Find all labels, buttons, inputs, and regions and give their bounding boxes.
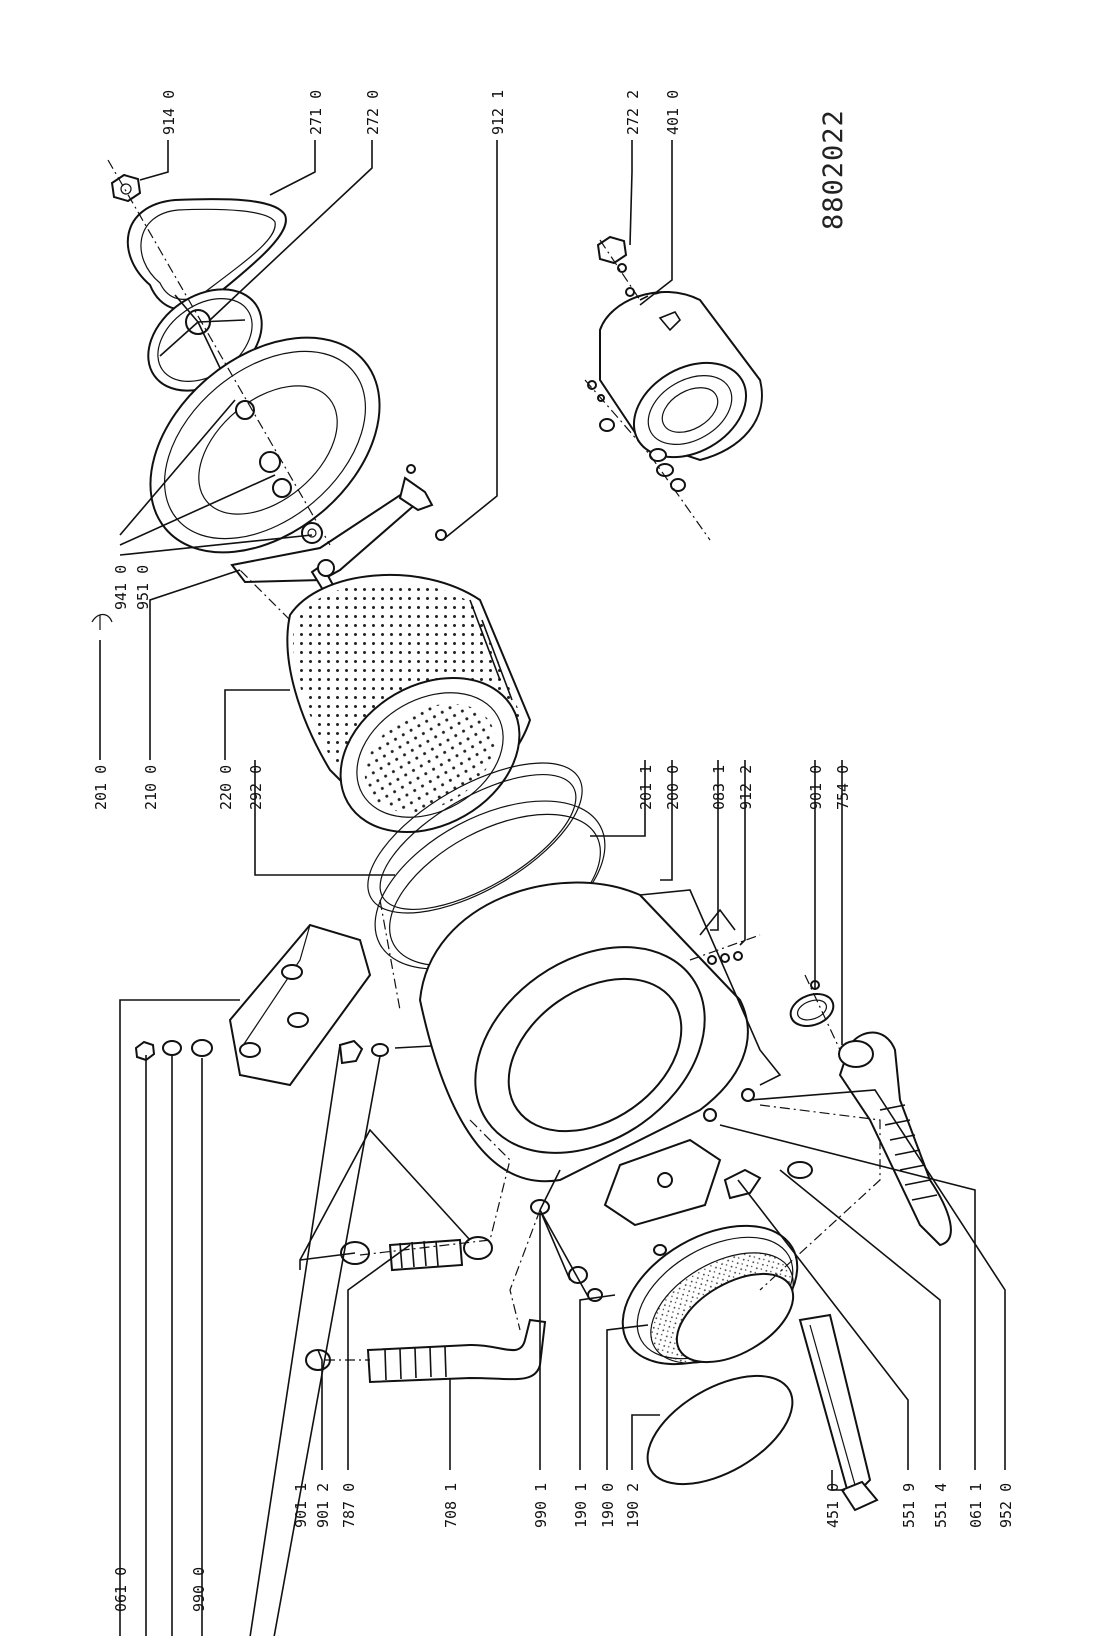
- tub-front-collar: [603, 1138, 813, 1227]
- label-292-0: 292 0: [247, 765, 265, 810]
- label-271-0: 271 0: [307, 90, 325, 135]
- document-number: 8802022: [818, 109, 849, 230]
- label-941-0: 941 0: [112, 565, 130, 610]
- label-952-0: 952 0: [997, 1483, 1015, 1528]
- tub-seal-ring: [367, 762, 583, 914]
- part-labels: 914 0 271 0 272 0 912 1 272 2 401 0 8802…: [92, 90, 1015, 1612]
- label-200-0: 200 0: [664, 765, 682, 810]
- label-272-2: 272 2: [624, 90, 642, 135]
- leader-lines: [91, 140, 1006, 1636]
- label-912-2: 912 2: [737, 765, 755, 810]
- sump-hose: [305, 1318, 547, 1384]
- label-083-1: 083 1: [710, 765, 728, 810]
- label-901-0: 901 0: [807, 765, 825, 810]
- tub-fixing-hardware: [707, 951, 743, 965]
- label-551-9: 551 9: [900, 1483, 918, 1528]
- heater-element: [798, 1313, 879, 1512]
- label-061-0: 061 0: [112, 1567, 130, 1612]
- label-990-1: 990 1: [532, 1483, 550, 1528]
- assembly-axis-lines: [107, 159, 881, 1361]
- label-990-0: 990 0: [190, 1567, 208, 1612]
- label-272-0: 272 0: [364, 90, 382, 135]
- label-951-0: 951 0: [134, 565, 152, 610]
- counterweight: [228, 923, 372, 1087]
- label-201-1: 201 1: [637, 765, 655, 810]
- label-708-1: 708 1: [442, 1483, 460, 1528]
- door-boot: [621, 1224, 799, 1366]
- door-glass: [646, 1374, 794, 1486]
- label-901-1: 901 1: [292, 1483, 310, 1528]
- damper: [340, 1236, 493, 1272]
- label-061-1: 061 1: [967, 1483, 985, 1528]
- motor-pulley: [596, 235, 635, 297]
- motor: [599, 291, 763, 462]
- sump-bellows: [838, 1031, 952, 1247]
- label-210-0: 210 0: [142, 765, 160, 810]
- label-190-1: 190 1: [572, 1483, 590, 1528]
- tub-body: [418, 881, 782, 1183]
- label-787-0: 787 0: [340, 1483, 358, 1528]
- label-401-0: 401 0: [664, 90, 682, 135]
- label-754-0: 754 0: [834, 765, 852, 810]
- label-914-0: 914 0: [160, 90, 178, 135]
- label-201-0: 201 0: [92, 765, 110, 810]
- label-190-0: 190 0: [599, 1483, 617, 1528]
- label-912-1: 912 1: [489, 90, 507, 135]
- tub-bracket: [398, 464, 447, 541]
- label-220-0: 220 0: [217, 765, 235, 810]
- label-551-4: 551 4: [932, 1483, 950, 1528]
- hose-clamp: [789, 980, 835, 1027]
- label-190-2: 190 2: [624, 1483, 642, 1528]
- label-451-0: 451 0: [824, 1483, 842, 1528]
- label-901-2: 901 2: [314, 1483, 332, 1528]
- nut-914: [110, 173, 142, 203]
